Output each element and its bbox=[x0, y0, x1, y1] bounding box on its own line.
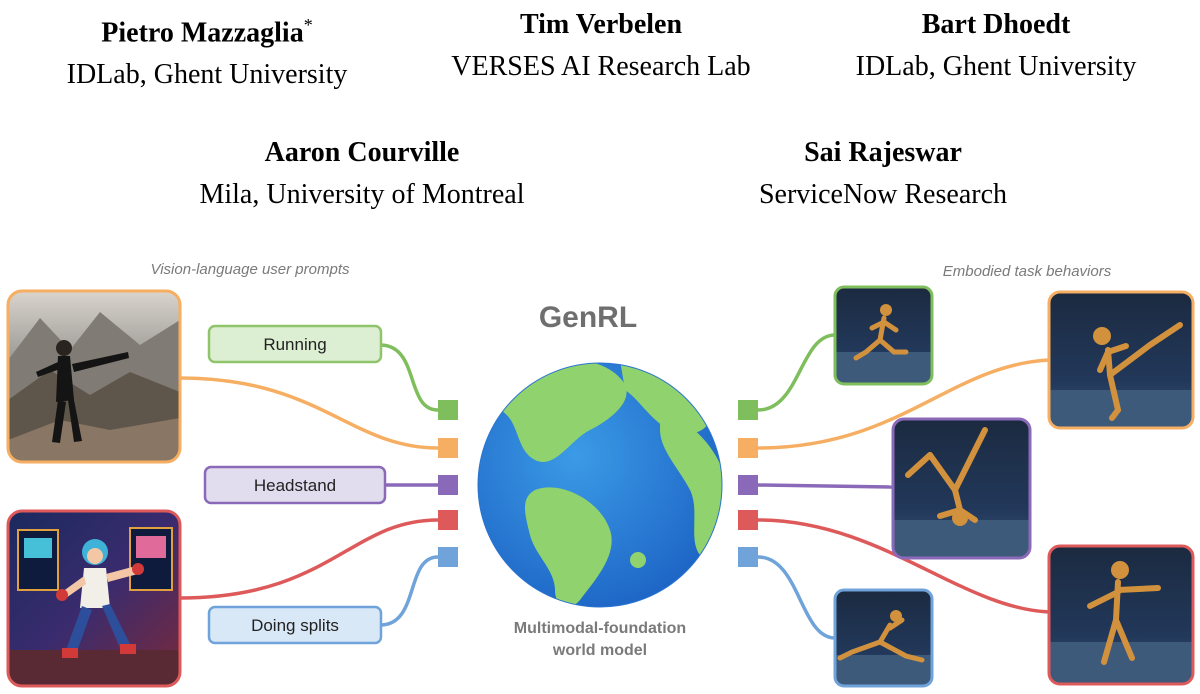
port-blue-right bbox=[738, 547, 758, 567]
genrl-figure: Vision-language user prompts Embodied ta… bbox=[6, 261, 1195, 688]
author-affiliation: ServiceNow Research bbox=[758, 179, 1007, 210]
behavior-punch bbox=[1047, 544, 1195, 686]
prompt-headstand-label: Headstand bbox=[254, 476, 336, 495]
author-name: Aaron Courville bbox=[264, 137, 460, 168]
connector-r3 bbox=[757, 483, 894, 489]
author-affiliation: IDLab, Ghent University bbox=[66, 59, 348, 91]
left-caption: Vision-language user prompts bbox=[150, 261, 350, 278]
behavior-kick bbox=[1047, 290, 1195, 430]
author-affiliation: Mila, University of Montreal bbox=[199, 179, 525, 210]
left-connectors bbox=[179, 343, 439, 627]
prompt-headstand: Headstand bbox=[203, 465, 387, 505]
port-red-left bbox=[438, 510, 458, 530]
left-ports bbox=[438, 400, 458, 567]
globe-icon bbox=[477, 362, 723, 608]
prompt-splits-label: Doing splits bbox=[251, 616, 339, 635]
genrl-title: GenRL bbox=[539, 301, 637, 334]
prompt-running: Running bbox=[207, 324, 383, 364]
port-green-left bbox=[438, 400, 458, 420]
connector-r2 bbox=[757, 358, 1050, 450]
connector-r1 bbox=[757, 333, 836, 412]
right-ports bbox=[738, 400, 758, 567]
connector-image-a bbox=[179, 376, 439, 450]
behavior-running bbox=[833, 285, 934, 386]
author-name: Bart Dhoedt bbox=[921, 9, 1071, 40]
prompt-image-arcade bbox=[6, 509, 182, 688]
author-2: Tim Verbelen VERSES AI Research Lab bbox=[391, 8, 811, 84]
behavior-headstand bbox=[891, 417, 1032, 560]
author-name: Sai Rajeswar bbox=[804, 137, 962, 168]
port-orange-left bbox=[438, 438, 458, 458]
right-caption: Embodied task behaviors bbox=[943, 263, 1112, 280]
author-4: Aaron Courville Mila, University of Mont… bbox=[152, 136, 572, 212]
port-red-right bbox=[738, 510, 758, 530]
author-3: Bart Dhoedt IDLab, Ghent University bbox=[786, 8, 1200, 84]
port-green-right bbox=[738, 400, 758, 420]
connector-image-b bbox=[179, 518, 439, 600]
prompt-image-kick bbox=[6, 289, 182, 464]
right-connectors bbox=[757, 333, 1050, 640]
author-name: Tim Verbelen bbox=[519, 9, 683, 40]
behavior-splits bbox=[833, 588, 934, 688]
connector-r4 bbox=[757, 518, 1050, 614]
connector-running bbox=[379, 343, 439, 412]
author-name: Pietro Mazzaglia* bbox=[101, 15, 313, 49]
author-affiliation: IDLab, Ghent University bbox=[855, 51, 1137, 82]
port-purple-right bbox=[738, 475, 758, 495]
model-label-line2: world model bbox=[552, 642, 647, 659]
port-orange-right bbox=[738, 438, 758, 458]
model-label-line1: Multimodal-foundation bbox=[514, 620, 686, 637]
connector-splits bbox=[379, 555, 439, 627]
port-purple-left bbox=[438, 475, 458, 495]
connector-r5 bbox=[757, 555, 836, 640]
author-5: Sai Rajeswar ServiceNow Research bbox=[673, 136, 1093, 212]
prompt-running-label: Running bbox=[263, 335, 326, 354]
port-blue-left bbox=[438, 547, 458, 567]
author-1: Pietro Mazzaglia* IDLab, Ghent Universit… bbox=[0, 8, 417, 92]
author-affiliation: VERSES AI Research Lab bbox=[451, 51, 751, 82]
prompt-doing-splits: Doing splits bbox=[207, 605, 383, 645]
